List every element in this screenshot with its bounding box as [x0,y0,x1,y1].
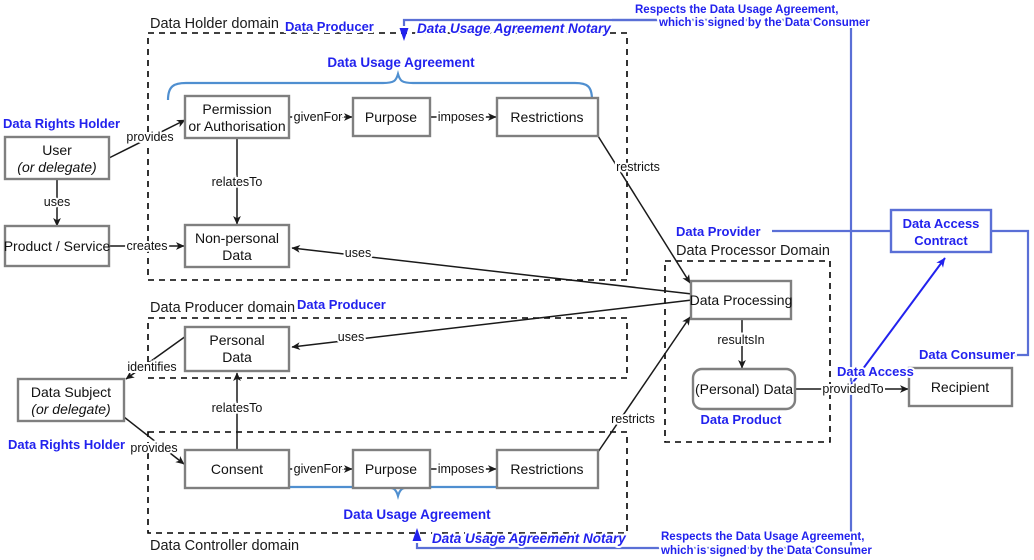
box-data-processing-label: Data Processing [690,292,793,308]
notary-bottom-arrow [415,543,659,550]
role-label-data-rights-holder-bottom: Data Rights Holder [8,437,125,452]
edge-label-restricts-top: restricts [616,160,660,174]
box-permission[interactable]: Permission or Authorisation [183,94,291,140]
edge-label-provided-to: providedTo [822,382,883,396]
box-purpose-top-label: Purpose [365,109,417,125]
box-data-subject-line2: (or delegate) [31,401,110,417]
box-data-access-contract-line1: Data Access [903,216,980,231]
domain-label-data-controller: Data Controller domain [150,538,299,554]
role-label-data-consumer: Data Consumer [919,347,1015,362]
domain-label-data-processor: Data Processor Domain [676,243,830,259]
notary-top-arrow [402,18,851,26]
edge-label-provides-bottom: provides [130,441,177,455]
edge-label-uses-personal: uses [338,330,364,344]
edge-label-provides-top: provides [126,130,173,144]
box-non-personal-data-line1: Non-personal [195,230,279,246]
edge-label-restricts-bottom: restricts [611,412,655,426]
edge-label-uses-left: uses [44,195,70,209]
edge-label-imposes-top: imposes [438,110,485,124]
box-restrictions-top[interactable]: Restrictions [495,96,600,138]
box-purpose-top[interactable]: Purpose [351,96,432,138]
box-restrictions-bottom[interactable]: Restrictions [495,448,600,490]
edge-subject-provides-consent [123,416,185,465]
notary-label-bottom: Data Usage Agreement Notary [432,531,627,546]
box-non-personal-data[interactable]: Non-personal Data [183,223,291,269]
box-recipient-label: Recipient [931,379,989,395]
edge-personaldata-identifies-subject [125,335,187,380]
notary-label-top: Data Usage Agreement Notary [417,21,612,36]
edge-label-uses-non-personal: uses [345,246,371,260]
respects-top-line2: which is signed by the Data Consumer [658,17,870,29]
box-user-line1: User [42,142,72,158]
respects-bottom-line2: which is signed by the Data Consumer [660,545,872,557]
respects-bottom-connector [659,385,853,550]
box-data-access-contract[interactable]: Data Access Contract [889,208,993,254]
box-restrictions-bottom-label: Restrictions [510,461,583,477]
role-label-data-rights-holder-top: Data Rights Holder [3,116,120,131]
box-personal-data-product[interactable]: (Personal) Data [691,367,797,411]
box-permission-line1: Permission [202,101,271,117]
edge-label-results-in: resultsIn [717,333,764,347]
edge-restrictions-restricts-processing-bottom [597,316,691,453]
respects-bottom-line1: Respects the Data Usage Agreement, [661,531,864,543]
notary-top-arrowhead [399,28,409,41]
role-label-data-producer-bottom: Data Producer [297,297,386,312]
box-data-access-contract-line2: Contract [914,233,968,248]
role-label-data-access: Data Access [837,364,914,379]
edge-processing-uses-personal [291,299,693,350]
box-user-line2: (or delegate) [17,159,96,175]
domain-label-data-holder: Data Holder domain [150,16,279,32]
respects-top-connector [612,18,853,385]
brace-label-data-usage-agreement-bottom: Data Usage Agreement [343,507,491,522]
box-data-subject-line1: Data Subject [31,384,111,400]
edge-label-relates-to-top: relatesTo [212,175,263,189]
box-purpose-bottom[interactable]: Purpose [351,448,432,490]
box-personal-data-line2: Data [222,349,252,365]
box-data-subject[interactable]: Data Subject (or delegate) [16,377,126,423]
edge-label-given-for-top: givenFor [294,110,343,124]
domain-box-data-processor [664,260,831,443]
domain-box-data-controller [147,431,628,534]
box-personal-data[interactable]: Personal Data [183,325,291,373]
box-personal-data-product-label: (Personal) Data [695,381,793,397]
box-product-service-label: Product / Service [4,238,111,254]
box-data-processing[interactable]: Data Processing [690,279,793,321]
box-purpose-bottom-label: Purpose [365,461,417,477]
domain-label-data-producer: Data Producer domain [150,300,295,316]
role-label-data-producer-top: Data Producer [285,19,374,34]
data-access-contract-arrow [850,257,946,386]
box-non-personal-data-line2: Data [222,247,252,263]
data-consumer-connector [991,229,1030,357]
edge-label-imposes-bottom: imposes [438,462,485,476]
edge-label-creates: creates [127,239,168,253]
box-product-service[interactable]: Product / Service [4,224,111,268]
box-user[interactable]: User (or delegate) [3,135,111,181]
role-label-data-provider: Data Provider [676,224,761,239]
role-label-data-product: Data Product [701,412,783,427]
brace-data-usage-agreement-top [166,69,594,101]
box-consent[interactable]: Consent [183,448,291,490]
edge-label-given-for-bottom: givenFor [294,462,343,476]
box-restrictions-top-label: Restrictions [510,109,583,125]
edge-label-relates-to-bottom: relatesTo [212,401,263,415]
box-recipient[interactable]: Recipient [907,366,1014,408]
edge-label-identifies: identifies [127,360,176,374]
box-consent-label: Consent [211,461,263,477]
domain-box-data-producer [147,317,628,379]
edge-user-provides-permission [108,119,186,159]
notary-bottom-arrowhead [412,528,422,541]
brace-label-data-usage-agreement-top: Data Usage Agreement [327,55,475,70]
box-permission-line2: or Authorisation [188,118,285,134]
respects-top-line1: Respects the Data Usage Agreement, [635,4,838,16]
edge-processing-uses-nonpersonal [291,245,693,295]
box-personal-data-line1: Personal [209,332,264,348]
edge-restrictions-restricts-processing-top [597,135,691,284]
